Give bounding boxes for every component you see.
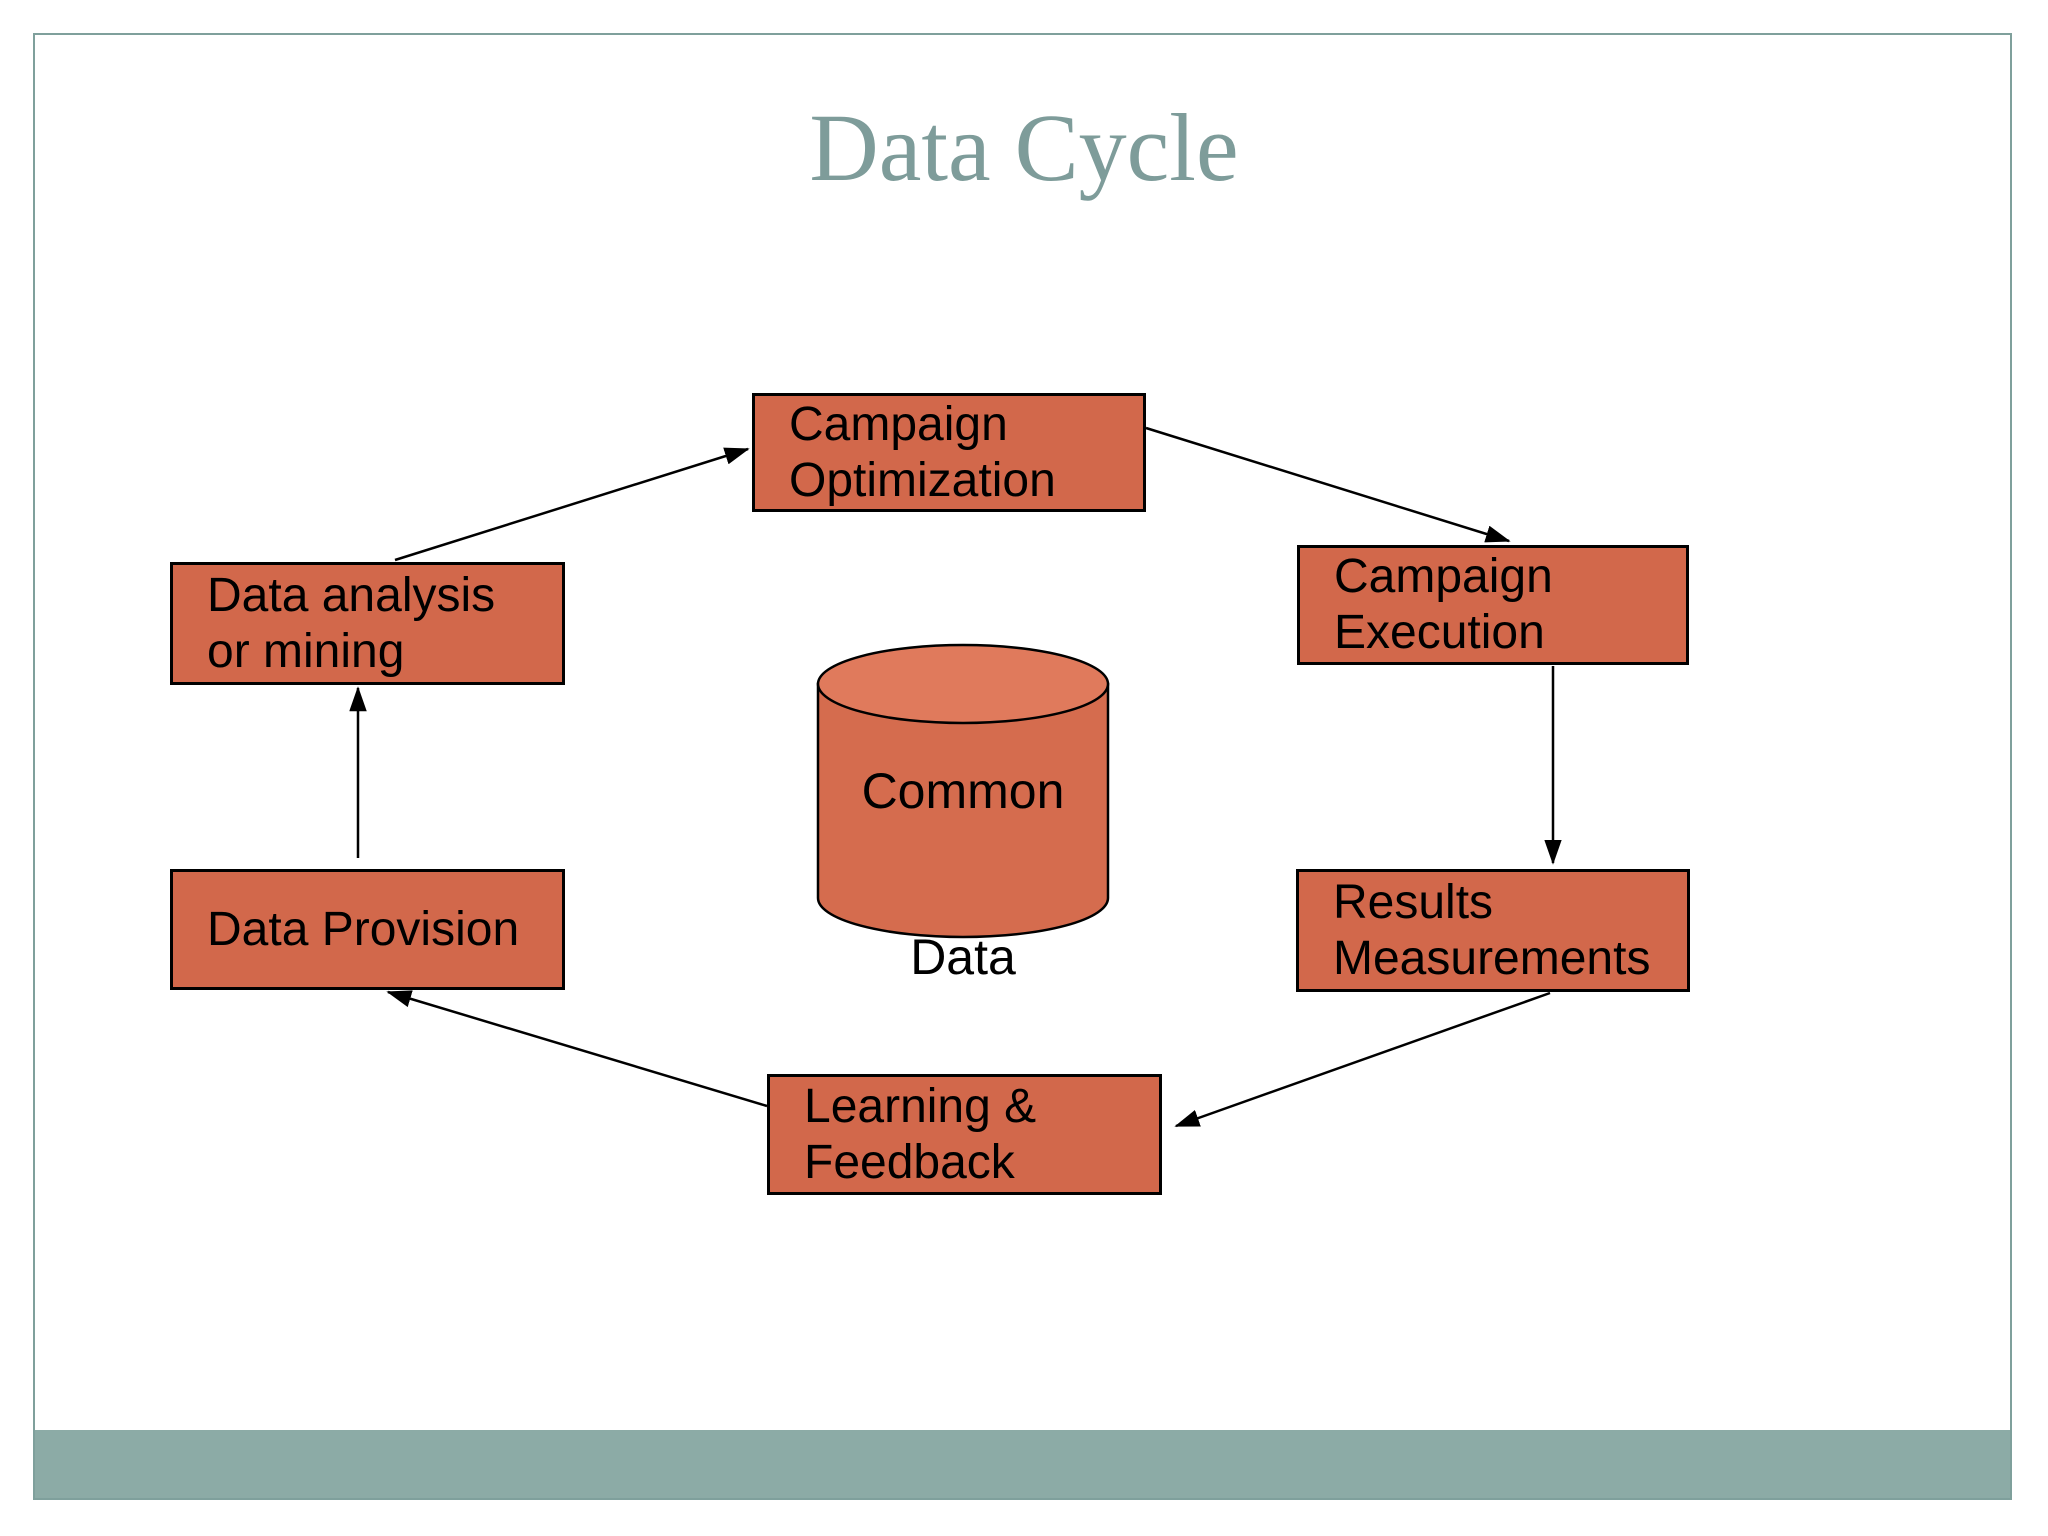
- node-label-line: Data Provision: [207, 902, 520, 956]
- node-label-line: Optimization: [789, 453, 1056, 507]
- node-label-line: Results: [1333, 875, 1494, 929]
- node-campaign-execution: Campaign Execution: [1297, 545, 1689, 665]
- node-campaign-optimization: Campaign Optimization: [752, 393, 1146, 512]
- node-label-line: Campaign: [789, 397, 1008, 451]
- cylinder-label-data: Data: [910, 929, 1016, 985]
- arrow-optimization-to-execution: [1145, 426, 1511, 543]
- node-learning-feedback: Learning & Feedback: [767, 1074, 1162, 1195]
- footer-accent-bar: [35, 1430, 2010, 1499]
- node-label-line: Data analysis: [207, 568, 496, 622]
- node-label-line: Measurements: [1333, 931, 1651, 985]
- node-data-analysis-mining: Data analysis or mining: [170, 562, 565, 685]
- node-label-line: or mining: [207, 624, 405, 678]
- node-label-line: Campaign: [1334, 550, 1553, 603]
- arrow-learning-to-provision: [386, 990, 768, 1108]
- arrow-analysis-to-optimization: [394, 447, 750, 562]
- node-results-measurements: Results Measurements: [1296, 869, 1690, 992]
- arrow-results-to-learning: [1174, 991, 1551, 1128]
- cylinder-label-common: Common: [861, 763, 1065, 819]
- node-data-provision: Data Provision: [170, 869, 565, 990]
- node-label-line: Execution: [1334, 606, 1545, 659]
- slide-title: Data Cycle: [809, 94, 1239, 201]
- node-label-line: Learning &: [804, 1079, 1037, 1133]
- node-label-line: Feedback: [804, 1135, 1015, 1189]
